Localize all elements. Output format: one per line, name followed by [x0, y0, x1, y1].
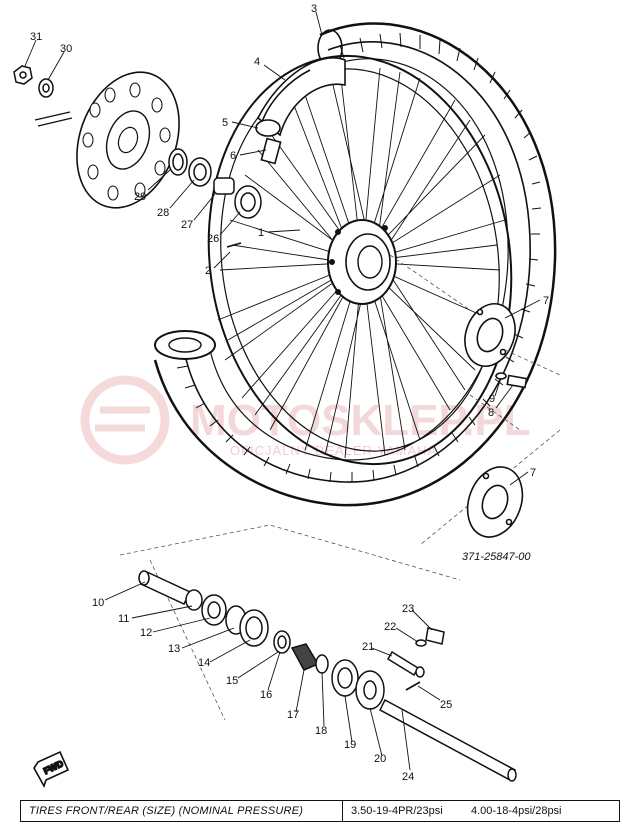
- tube: [255, 57, 346, 165]
- fwd-arrow-icon: FWD: [33, 750, 70, 788]
- tire: [153, 22, 557, 507]
- callout-12: 12: [140, 627, 152, 639]
- tire-spec-front: 3.50-19-4PR/23psi: [351, 805, 443, 817]
- callout-30: 30: [60, 43, 72, 55]
- speedo-housing-detail: [466, 466, 524, 538]
- callout-15: 15: [226, 675, 238, 687]
- callout-22: 22: [384, 621, 396, 633]
- callouts: 3 4 5 6 1 2 7 9 8 7 31 30 29 28 27 26 10…: [30, 3, 549, 783]
- callout-23: 23: [402, 603, 414, 615]
- callout-19: 19: [344, 739, 356, 751]
- callout-7-detail: 7: [530, 467, 536, 479]
- tire-spec-rear: 4.00-18-4psi/28psi: [471, 805, 562, 817]
- callout-11: 11: [118, 613, 129, 625]
- callout-3: 3: [311, 3, 317, 15]
- axle-nut: [13, 65, 33, 85]
- hub: [327, 219, 397, 305]
- callout-10: 10: [92, 597, 104, 609]
- callout-26: 26: [207, 233, 219, 245]
- callout-9: 9: [489, 393, 495, 405]
- part-number: 371-25847-00: [462, 551, 531, 563]
- tire-spec-table: TIRES FRONT/REAR (SIZE) (NOMINAL PRESSUR…: [20, 800, 620, 822]
- callout-20: 20: [374, 753, 386, 765]
- callout-2: 2: [205, 265, 211, 277]
- callout-14: 14: [198, 657, 210, 669]
- spokes: [217, 67, 506, 459]
- callout-27: 27: [181, 219, 193, 231]
- callout-18: 18: [315, 725, 327, 737]
- watermark-brand: MOTOSKLEP.PL: [190, 396, 531, 445]
- callout-1: 1: [258, 227, 264, 239]
- callout-28: 28: [157, 207, 169, 219]
- callout-16: 16: [260, 689, 272, 701]
- callout-13: 13: [168, 643, 180, 655]
- brake-disc: [34, 71, 180, 209]
- callout-25: 25: [440, 699, 452, 711]
- callout-5: 5: [222, 117, 228, 129]
- callout-6: 6: [230, 150, 236, 162]
- callout-31: 31: [30, 31, 42, 43]
- callout-4: 4: [254, 56, 260, 68]
- washer-30: [38, 78, 54, 98]
- callout-17: 17: [287, 709, 299, 721]
- callout-29: 29: [134, 191, 146, 203]
- callout-21: 21: [362, 641, 374, 653]
- callout-7: 7: [543, 295, 549, 307]
- axle-assembly: [138, 570, 517, 782]
- leader-lines: [24, 11, 541, 771]
- callout-24: 24: [402, 771, 414, 783]
- callout-8: 8: [488, 407, 494, 419]
- left-bearings: [168, 148, 262, 248]
- speedo-gear-housing: [464, 303, 528, 389]
- tire-spec-label: TIRES FRONT/REAR (SIZE) (NOMINAL PRESSUR…: [21, 801, 343, 821]
